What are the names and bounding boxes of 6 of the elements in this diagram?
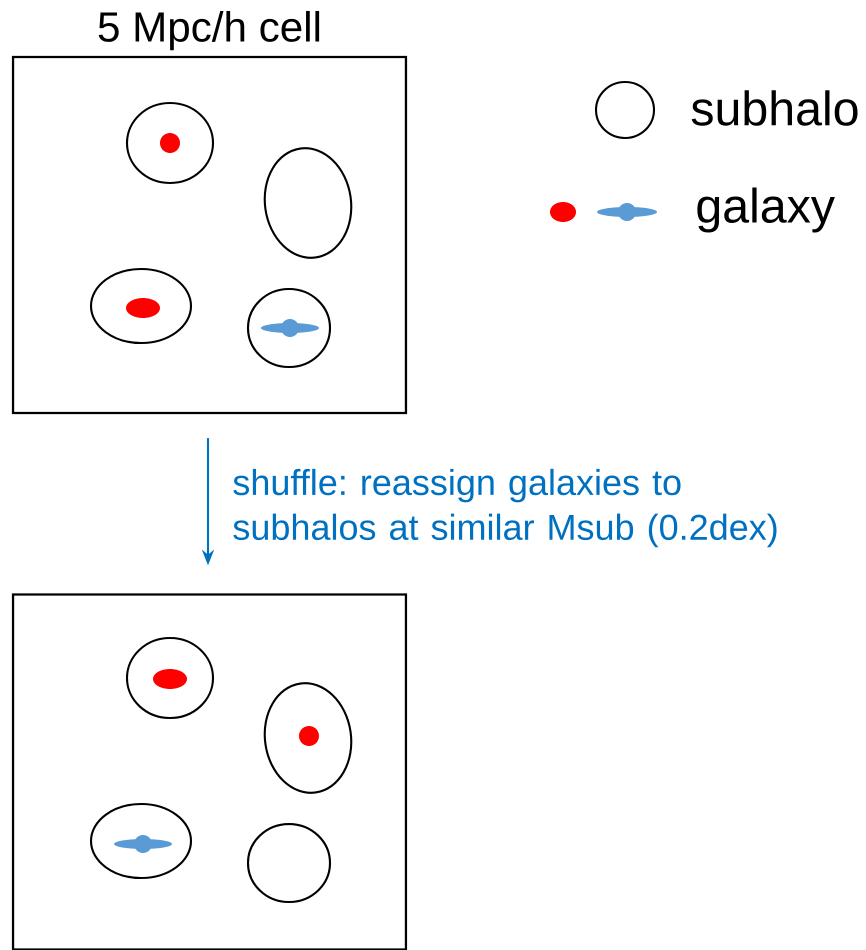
cell-box: [12, 593, 408, 950]
legend-label: galaxy: [697, 188, 835, 233]
node-label: 5 Mpc/h cell: [98, 10, 320, 50]
edge-label: shuffle: reassign galaxies to subhalos at similar Msub (0.2dex): [233, 468, 776, 548]
cell-box: 5 Mpc/h cell: [12, 10, 408, 414]
legend-label: subhalo: [692, 90, 858, 126]
